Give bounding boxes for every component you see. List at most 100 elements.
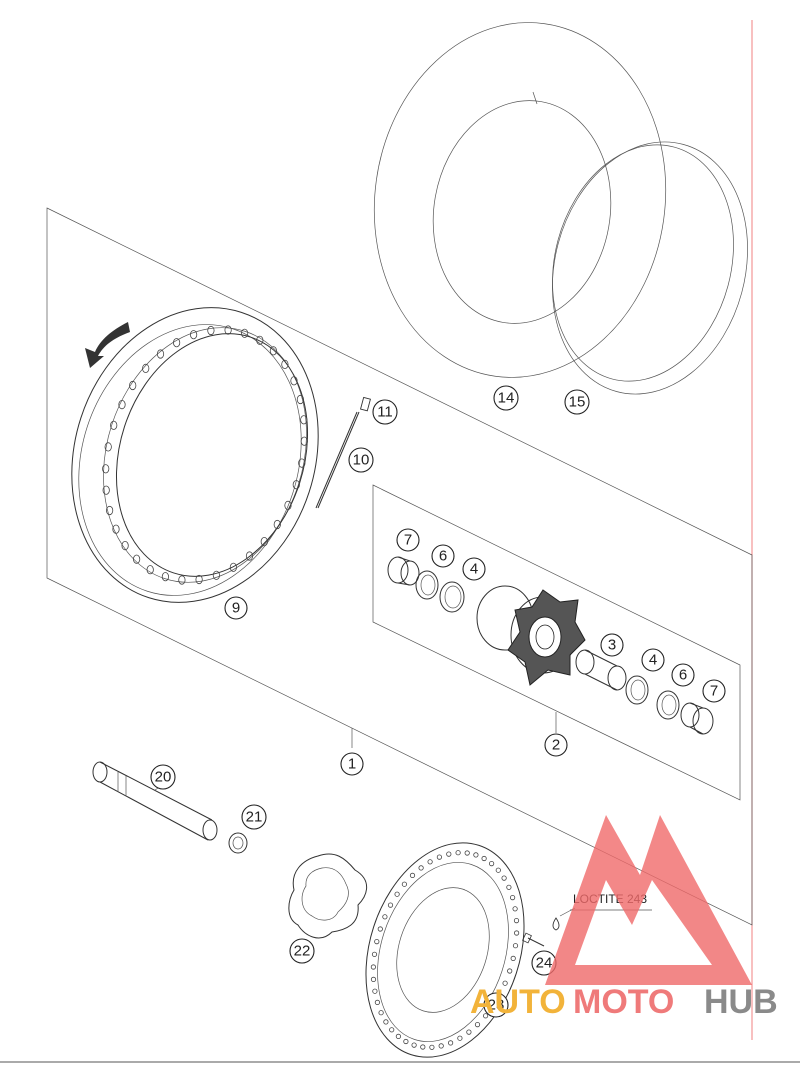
callout-23: 23	[483, 992, 509, 1018]
callout-7a: 7	[396, 528, 420, 552]
rim-spoke-hole	[229, 562, 237, 572]
disc-hole	[513, 917, 520, 924]
disc-hole	[502, 980, 508, 986]
svg-text:1: 1	[348, 756, 356, 773]
svg-text:10: 10	[353, 452, 370, 469]
disc-hole	[506, 884, 512, 890]
disc-hole	[447, 1040, 454, 1046]
svg-text:21: 21	[246, 809, 263, 826]
distance-bushing	[575, 649, 627, 691]
callout-15: 15	[564, 389, 590, 415]
bearing-right	[625, 675, 649, 705]
svg-text:6: 6	[679, 667, 687, 684]
disc-hole	[482, 1013, 489, 1019]
callout-4a: 4	[462, 557, 486, 581]
svg-text:24: 24	[536, 955, 553, 972]
disc-hole	[488, 860, 495, 867]
disc-hole	[457, 1035, 463, 1041]
rim-spoke-hole	[190, 330, 198, 340]
disc-hole	[420, 1044, 426, 1050]
spoke-nipple	[359, 396, 371, 412]
wheel-hub	[476, 585, 586, 686]
rim-spoke-hole	[161, 572, 169, 582]
disc-hole	[481, 855, 487, 862]
disc-hole	[394, 891, 400, 897]
disc-hole	[438, 1043, 444, 1049]
callout-3: 3	[600, 633, 624, 657]
disc-hole	[455, 850, 461, 856]
svg-text:20: 20	[155, 769, 172, 786]
wheel-spindle	[92, 761, 218, 841]
disc-hole	[370, 976, 377, 983]
callout-22: 22	[289, 938, 315, 964]
rim-spoke-hole	[106, 505, 114, 516]
callout-24: 24	[531, 950, 557, 976]
disc-hole	[512, 943, 519, 949]
disc-hole	[466, 1029, 472, 1035]
disc-hole	[464, 850, 470, 856]
svg-text:15: 15	[569, 394, 586, 411]
rim-spoke-hole	[281, 359, 289, 369]
rim-band	[552, 141, 748, 395]
disc-hole	[436, 854, 442, 860]
rim-spoke-hole	[129, 380, 137, 391]
disc-hole	[374, 938, 380, 945]
rim-spoke-hole	[142, 363, 150, 373]
rim-spoke-hole	[245, 551, 254, 561]
callout-21: 21	[241, 804, 267, 830]
disc-hole	[374, 999, 380, 1006]
spoke	[315, 411, 360, 509]
disc-hole	[372, 988, 378, 994]
disc-hole	[409, 872, 416, 879]
disc-hole	[418, 865, 424, 871]
hub-group-frame	[372, 484, 741, 801]
callout-6b: 6	[671, 663, 695, 687]
svg-text:7: 7	[404, 532, 412, 549]
disc-hole	[474, 1021, 481, 1028]
rim-spoke-hole	[121, 540, 129, 551]
seal-right	[656, 690, 680, 720]
callout-2: 2	[544, 733, 568, 757]
rim-spoke-hole	[224, 325, 232, 335]
disc-hole	[371, 951, 378, 957]
callout-10: 10	[348, 447, 374, 473]
disc-hole	[427, 859, 433, 865]
disc-hole	[382, 914, 388, 920]
disc-hole	[473, 852, 479, 858]
disc-hole	[507, 968, 513, 974]
brake-disc	[365, 842, 525, 1058]
rim-spoke-hole	[102, 464, 110, 474]
rim-spoke-hole	[195, 574, 203, 585]
svg-text:6: 6	[439, 548, 447, 565]
callout-14: 14	[493, 385, 519, 411]
rotation-arrow-icon	[85, 322, 130, 368]
watermark-text: AUTO MOTO HUB	[470, 983, 778, 1021]
svg-text:4: 4	[649, 652, 657, 669]
svg-text:9: 9	[232, 600, 240, 617]
svg-text:11: 11	[377, 404, 393, 421]
disc-hole	[510, 955, 516, 962]
disc-hole	[401, 881, 407, 887]
callout-1: 1	[340, 752, 364, 776]
wheel-assembly-frame	[46, 207, 753, 926]
rim-spoke-hole	[292, 480, 300, 490]
svg-text:23: 23	[488, 997, 505, 1014]
rim-spoke-hole	[104, 442, 112, 452]
tire	[373, 22, 667, 378]
svg-text:14: 14	[498, 390, 515, 407]
hub-spacer-right	[680, 702, 714, 735]
rim-spoke-hole	[110, 420, 118, 430]
callout-9: 9	[224, 596, 248, 620]
rim-spoke-hole	[156, 349, 165, 359]
disc-screw	[522, 932, 545, 947]
bearing-left	[439, 581, 465, 613]
disc-hole	[395, 1033, 401, 1040]
rim-spoke-hole	[102, 485, 110, 495]
svg-text:3: 3	[608, 637, 616, 654]
svg-text:AUTO: AUTO	[470, 983, 566, 1021]
disc-hole	[513, 930, 520, 936]
disc-hole	[501, 875, 507, 881]
disc-hole	[387, 902, 394, 908]
rim	[71, 307, 319, 603]
